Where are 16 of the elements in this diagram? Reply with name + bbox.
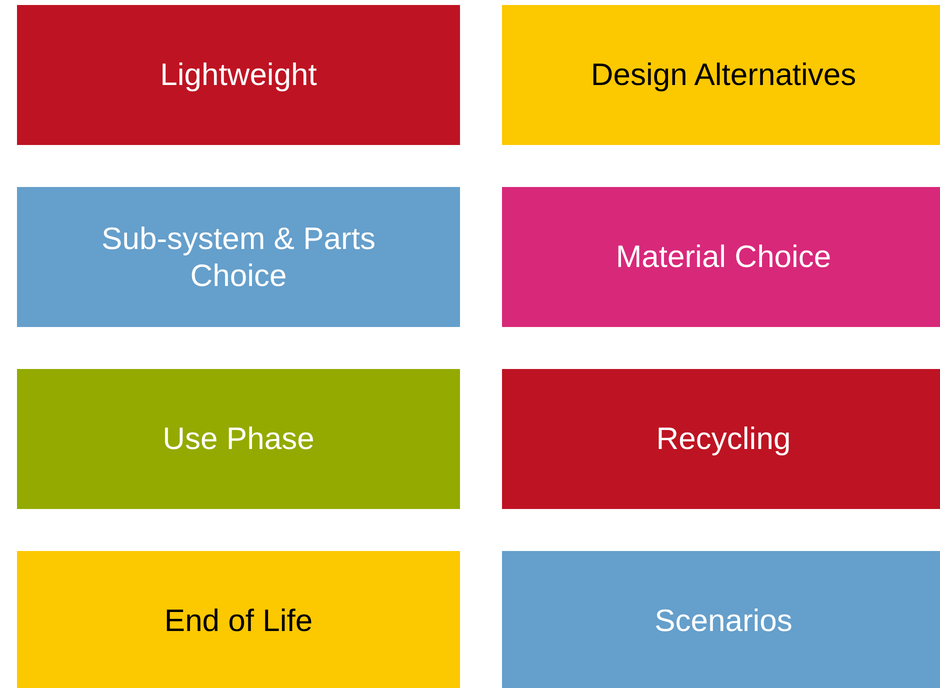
box-label: Recycling <box>656 420 791 458</box>
box-label: Scenarios <box>654 602 792 640</box>
box-label: End of Life <box>164 602 313 640</box>
category-box <box>502 5 940 145</box>
category-box <box>17 369 460 509</box>
category-box <box>17 5 460 145</box>
box-label: Material Choice <box>616 238 832 276</box>
category-box <box>17 187 460 327</box>
category-box <box>502 551 940 688</box>
category-box <box>502 187 940 327</box>
box-label: Design Alternatives <box>590 56 856 94</box>
category-box <box>17 551 460 688</box>
box-label: Sub-system & Parts Choice <box>100 220 376 294</box>
category-box <box>502 369 940 509</box>
box-label: Use Phase <box>162 420 314 458</box>
box-label: Lightweight <box>160 56 317 94</box>
